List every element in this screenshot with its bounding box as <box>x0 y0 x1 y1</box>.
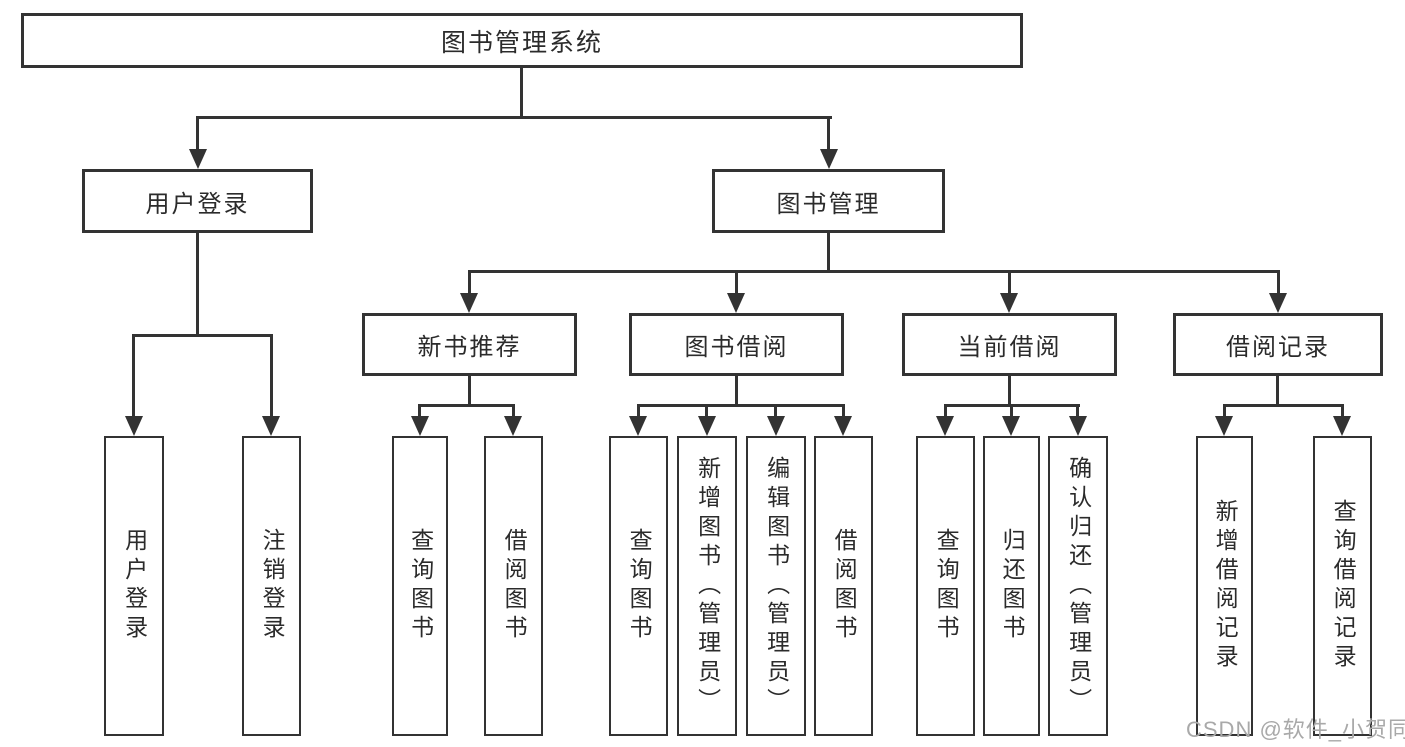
connector-line <box>827 116 830 151</box>
arrow-down-icon <box>189 149 207 169</box>
node-borrow-records-label: 借阅记录 <box>1226 334 1330 361</box>
connector-line <box>468 270 1280 273</box>
node-book-management: 图书管理 <box>712 169 945 233</box>
arrow-down-icon <box>411 416 429 436</box>
connector-line <box>1276 376 1279 406</box>
node-root-library-system: 图书管理系统 <box>21 13 1023 68</box>
connector-line <box>512 404 515 418</box>
leaf-query-books-recommend-label: 查询图书 <box>407 528 434 644</box>
connector-line <box>827 233 830 272</box>
connector-line <box>705 404 708 418</box>
connector-line <box>774 404 777 418</box>
connector-line <box>196 116 199 151</box>
leaf-borrow-books-label: 借阅图书 <box>831 528 858 644</box>
connector-line <box>1223 404 1226 418</box>
leaf-query-books-borrowing-label: 查询图书 <box>626 528 653 644</box>
leaf-user-login-label: 用户登录 <box>121 528 148 644</box>
connector-line <box>1223 404 1344 407</box>
node-new-book-recommend: 新书推荐 <box>362 313 577 376</box>
leaf-borrow-books: 借阅图书 <box>814 436 873 736</box>
arrow-down-icon <box>698 416 716 436</box>
connector-line <box>418 404 515 407</box>
leaf-query-borrow-record: 查询借阅记录 <box>1313 436 1372 736</box>
arrow-down-icon <box>262 416 280 436</box>
leaf-return-books: 归还图书 <box>983 436 1040 736</box>
node-user-login: 用户登录 <box>82 169 313 233</box>
connector-line <box>1008 270 1011 295</box>
leaf-add-books-admin: 新增图书（管理员） <box>677 436 737 736</box>
node-current-borrowing-label: 当前借阅 <box>957 334 1062 361</box>
connector-line <box>1341 404 1344 418</box>
leaf-query-books-recommend: 查询图书 <box>392 436 448 736</box>
leaf-add-borrow-record-label: 新增借阅记录 <box>1212 499 1239 673</box>
arrow-down-icon <box>504 416 522 436</box>
connector-line <box>1277 270 1280 295</box>
leaf-user-login: 用户登录 <box>104 436 164 736</box>
arrow-down-icon <box>1215 416 1233 436</box>
node-book-borrowing: 图书借阅 <box>629 313 844 376</box>
arrow-down-icon <box>1269 293 1287 313</box>
arrow-down-icon <box>1000 293 1018 313</box>
connector-line <box>735 376 738 406</box>
connector-line <box>270 334 273 418</box>
connector-line <box>944 404 947 418</box>
connector-line <box>132 334 273 337</box>
arrow-down-icon <box>1002 416 1020 436</box>
leaf-add-borrow-record: 新增借阅记录 <box>1196 436 1253 736</box>
connector-line <box>735 270 738 295</box>
leaf-edit-books-admin-label: 编辑图书（管理员） <box>763 455 790 717</box>
leaf-edit-books-admin: 编辑图书（管理员） <box>746 436 806 736</box>
watermark: CSDN @软件_小贺同学 <box>1186 717 1405 742</box>
connector-line <box>468 376 471 406</box>
node-book-management-label: 图书管理 <box>776 190 881 218</box>
connector-line <box>842 404 845 418</box>
arrow-down-icon <box>629 416 647 436</box>
arrow-down-icon <box>767 416 785 436</box>
leaf-logout-label: 注销登录 <box>259 528 286 644</box>
connector-line <box>418 404 421 418</box>
arrow-down-icon <box>1069 416 1087 436</box>
connector-line <box>1076 404 1079 418</box>
node-new-book-recommend-label: 新书推荐 <box>417 334 522 361</box>
arrow-down-icon <box>1333 416 1351 436</box>
leaf-logout: 注销登录 <box>242 436 301 736</box>
leaf-query-books-borrowing: 查询图书 <box>609 436 668 736</box>
node-borrow-records: 借阅记录 <box>1173 313 1383 376</box>
arrow-down-icon <box>834 416 852 436</box>
leaf-query-borrow-record-label: 查询借阅记录 <box>1330 499 1357 673</box>
arrow-down-icon <box>727 293 745 313</box>
connector-line <box>468 270 471 295</box>
node-user-login-label: 用户登录 <box>145 190 250 218</box>
connector-line <box>196 233 199 336</box>
arrow-down-icon <box>936 416 954 436</box>
connector-line <box>196 116 832 119</box>
leaf-query-books-current: 查询图书 <box>916 436 975 736</box>
connector-line <box>637 404 640 418</box>
leaf-confirm-return-admin: 确认归还（管理员） <box>1048 436 1108 736</box>
connector-line <box>520 68 523 116</box>
connector-line <box>1010 404 1013 418</box>
arrow-down-icon <box>820 149 838 169</box>
connector-line <box>637 404 845 407</box>
leaf-borrow-books-recommend-label: 借阅图书 <box>501 528 528 644</box>
node-current-borrowing: 当前借阅 <box>902 313 1117 376</box>
leaf-return-books-label: 归还图书 <box>999 528 1026 644</box>
connector-line <box>132 334 135 418</box>
connector-line <box>1008 376 1011 406</box>
leaf-borrow-books-recommend: 借阅图书 <box>484 436 543 736</box>
node-book-borrowing-label: 图书借阅 <box>684 334 789 361</box>
node-root-label: 图书管理系统 <box>440 28 603 57</box>
arrow-down-icon <box>460 293 478 313</box>
leaf-confirm-return-admin-label: 确认归还（管理员） <box>1065 455 1092 717</box>
arrow-down-icon <box>125 416 143 436</box>
leaf-add-books-admin-label: 新增图书（管理员） <box>694 455 721 717</box>
leaf-query-books-current-label: 查询图书 <box>933 528 960 644</box>
